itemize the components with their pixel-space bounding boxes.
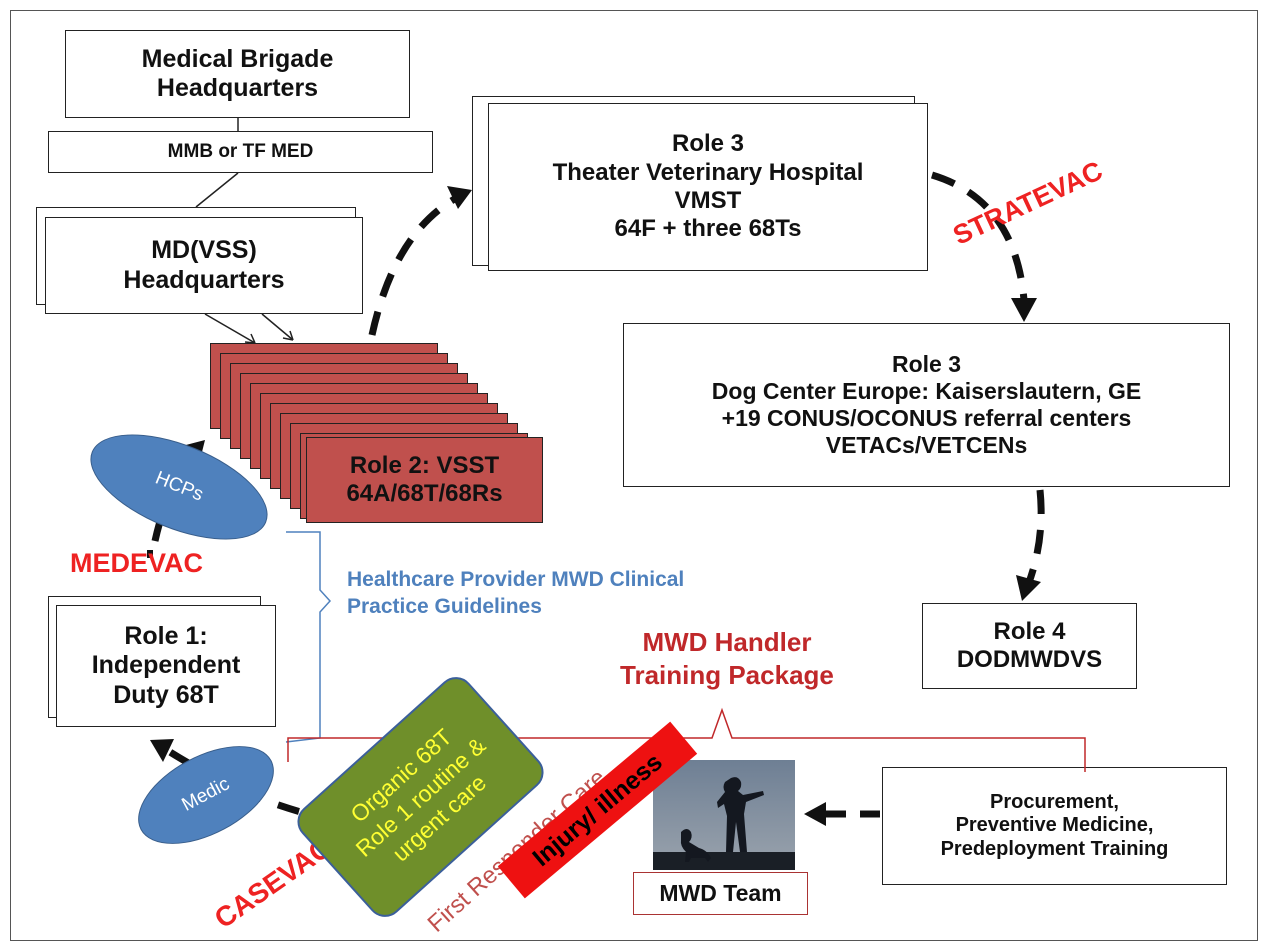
medevac-label: MEDEVAC xyxy=(70,548,204,578)
procurement-line-1: Procurement, xyxy=(990,790,1119,813)
role4-line-1: Role 4 xyxy=(993,617,1066,645)
role2-line-2: 64A/68T/68Rs xyxy=(346,480,503,507)
mwd-team-label-box: MWD Team xyxy=(633,872,808,915)
dogcenter-line-4: VETACs/VETCENs xyxy=(825,432,1028,459)
hcps-label: HCPs xyxy=(152,467,207,506)
arrow-dogcenter-to-role4 xyxy=(1024,489,1045,587)
medic-label: Medic xyxy=(178,773,234,816)
role-4-box: Role 4 DODMWDVS xyxy=(922,603,1137,689)
mdvss-line-1: MD(VSS) xyxy=(151,236,257,264)
arrow-role2-to-theater xyxy=(368,192,462,336)
role4-line-2: DODMWDVS xyxy=(956,646,1103,673)
brigade-line-2: Headquarters xyxy=(156,74,319,102)
role1-line-2: Independent xyxy=(91,651,241,680)
mdvss-line-2: Headquarters xyxy=(123,265,285,294)
mwd-team-photo xyxy=(653,760,795,870)
soldier-silhouette xyxy=(717,777,764,852)
role-2-vsst-box: Role 2: VSST 64A/68T/68Rs xyxy=(306,437,543,523)
arrow-theater-to-dogcenter xyxy=(930,171,1028,301)
theater-line-1: Role 3 xyxy=(671,130,745,158)
guidelines-line-2: Practice Guidelines xyxy=(347,595,542,619)
arrow-medevac xyxy=(151,445,201,542)
handler-bracket xyxy=(287,707,1086,772)
theater-vet-hospital-box: Role 3 Theater Veterinary Hospital VMST … xyxy=(488,103,928,271)
handler-line-1: MWD Handler xyxy=(642,627,812,657)
guidelines-label: Healthcare Provider MWD Clinical Practic… xyxy=(347,566,684,621)
guidelines-bracket xyxy=(285,531,332,743)
guidelines-line-1: Healthcare Provider MWD Clinical xyxy=(347,568,685,591)
handler-line-2: Training Package xyxy=(620,660,834,691)
brigade-line-1: Medical Brigade xyxy=(141,44,334,73)
role1-line-1: Role 1: xyxy=(124,621,208,650)
connector-mdvss-role2-a xyxy=(204,313,256,344)
procurement-box: Procurement, Preventive Medicine, Predep… xyxy=(882,767,1227,885)
dogcenter-line-1: Role 3 xyxy=(891,350,962,377)
mwd-team-label: MWD Team xyxy=(659,879,782,906)
handler-training-label: MWD Handler Training Package xyxy=(620,626,834,693)
procurement-line-3: Predeployment Training xyxy=(940,837,1169,860)
medical-brigade-hq-box: Medical Brigade Headquarters xyxy=(65,30,410,118)
theater-line-4: 64F + three 68Ts xyxy=(614,215,802,243)
dog-silhouette xyxy=(680,829,711,862)
connector-mmb-mdvss xyxy=(195,172,239,208)
theater-line-2: Theater Veterinary Hospital xyxy=(552,158,864,186)
dogcenter-line-2: Dog Center Europe: Kaiserslautern, GE xyxy=(711,377,1142,404)
theater-line-3: VMST xyxy=(674,187,742,214)
role1-line-3: Duty 68T xyxy=(113,680,219,709)
dog-center-europe-box: Role 3 Dog Center Europe: Kaiserslautern… xyxy=(623,323,1230,487)
mmb-tf-med-box: MMB or TF MED xyxy=(48,131,433,173)
mdvss-hq-box: MD(VSS) Headquarters xyxy=(45,217,363,314)
procurement-line-2: Preventive Medicine, xyxy=(955,814,1154,837)
role-1-box: Role 1: Independent Duty 68T xyxy=(56,605,276,727)
connector-mdvss-role2-b xyxy=(261,313,294,341)
dogcenter-line-3: +19 CONUS/OCONUS referral centers xyxy=(721,405,1132,431)
role2-line-1: Role 2: VSST xyxy=(349,451,500,479)
mmb-label: MMB or TF MED xyxy=(167,140,314,162)
